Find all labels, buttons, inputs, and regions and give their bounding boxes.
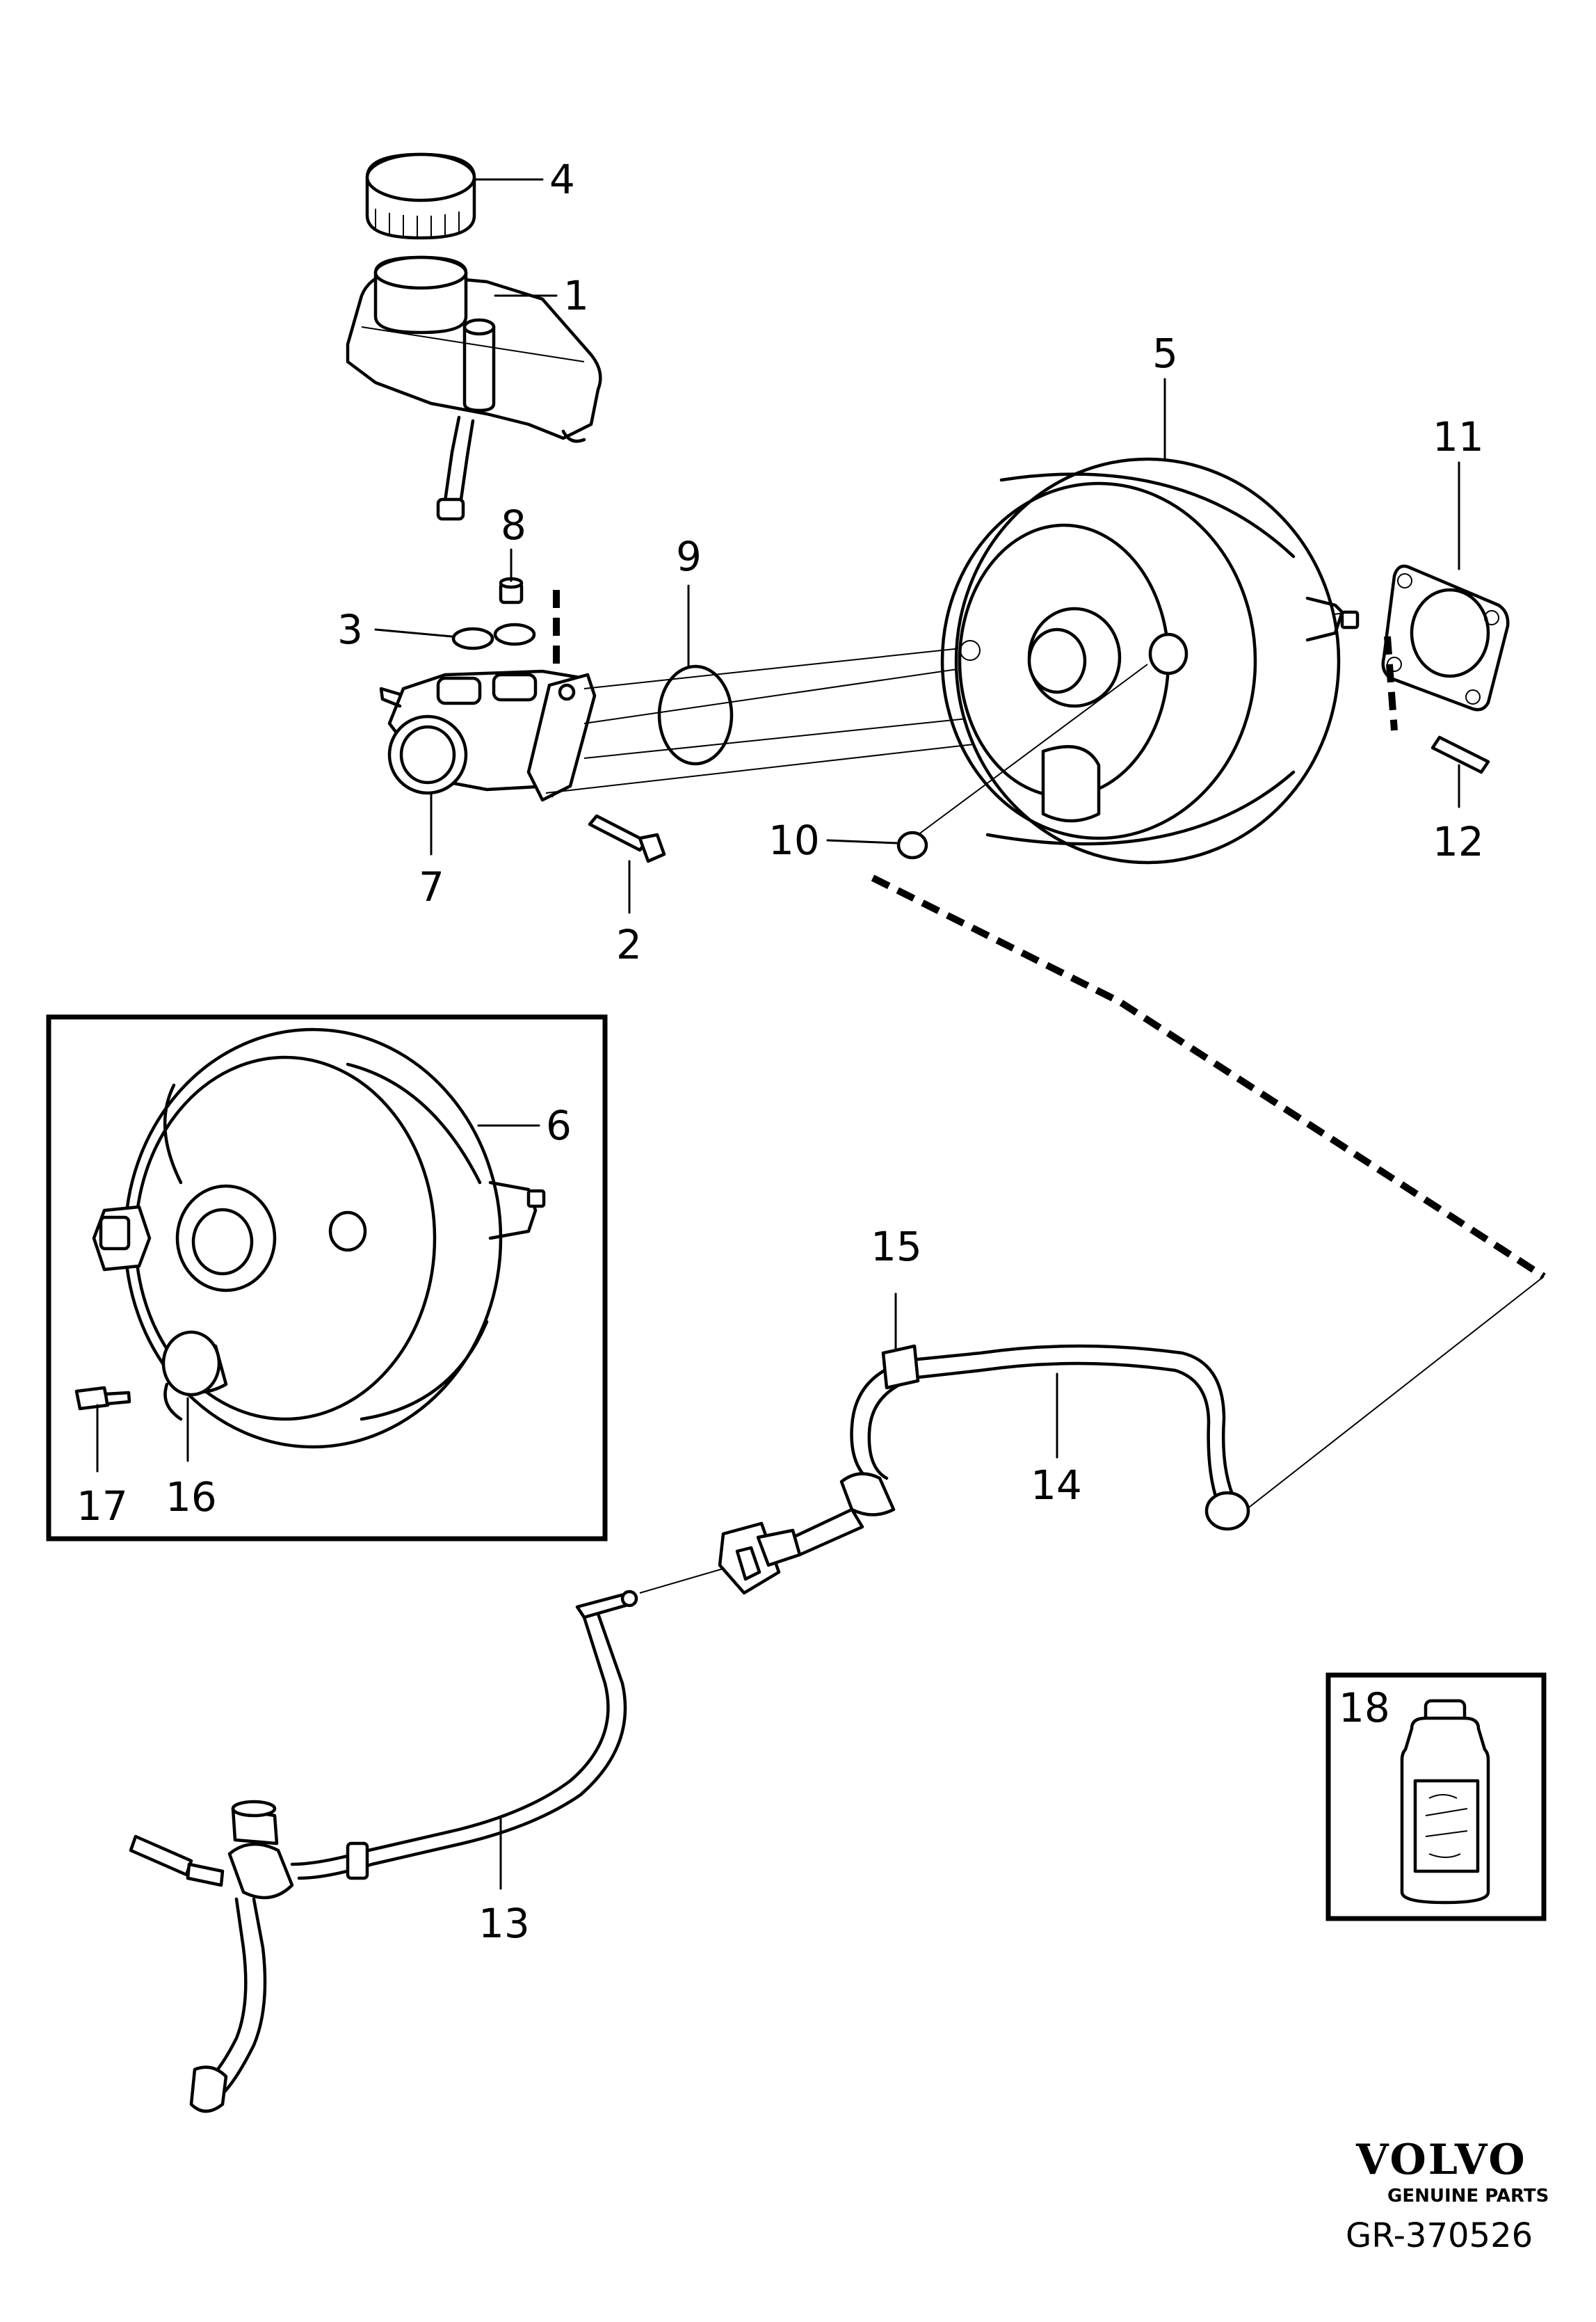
reservoir-cap [365, 152, 476, 240]
o-ring [657, 664, 734, 766]
inset-frame [46, 1014, 608, 1542]
bolt [588, 814, 666, 863]
callout-8: 8 [501, 502, 526, 549]
callout-15: 15 [871, 1223, 922, 1270]
brake-fluid-bottle [1400, 1699, 1490, 1905]
callout-7: 7 [419, 863, 444, 911]
callout-9: 9 [676, 533, 702, 580]
callout-10: 10 [768, 817, 820, 864]
diagram-reference: GR-370526 [1346, 2216, 1533, 2255]
callout-1: 1 [563, 272, 589, 319]
master-cylinder [379, 669, 597, 802]
callout-17: 17 [76, 1482, 128, 1530]
fluid-box-frame [1325, 1672, 1547, 1921]
callout-18: 18 [1339, 1684, 1390, 1731]
callout-12: 12 [1433, 818, 1484, 865]
leader-lines [96, 178, 1460, 1890]
callout-5: 5 [1152, 330, 1178, 377]
brake-booster [940, 457, 1360, 865]
callout-6: 6 [546, 1102, 572, 1149]
callout-16: 16 [166, 1473, 217, 1521]
callout-11: 11 [1433, 413, 1484, 461]
callout-3: 3 [337, 606, 363, 653]
seals [451, 623, 536, 650]
callout-2: 2 [616, 921, 642, 968]
callout-numbers: 4 1 3 8 9 5 11 12 10 7 2 6 15 14 16 17 1… [76, 156, 1484, 1947]
callout-14: 14 [1031, 1462, 1082, 1509]
pin [1430, 735, 1490, 774]
callout-13: 13 [478, 1900, 530, 1947]
gasket [1381, 564, 1510, 712]
fluid-reservoir [346, 255, 602, 521]
small-seal [896, 831, 928, 860]
callout-4: 4 [549, 156, 575, 203]
brake-booster-alternative [92, 1027, 546, 1449]
check-valve [718, 1507, 864, 1595]
vacuum-fitting-bolt [74, 1386, 131, 1411]
brand-tagline: GENUINE PARTS [1387, 2186, 1549, 2207]
vacuum-hose [839, 1344, 1250, 1531]
nut [499, 577, 524, 604]
vacuum-line [129, 1590, 638, 2113]
brand-block: VOLVO GENUINE PARTS GR-370526 [1346, 2136, 1549, 2255]
brand-logo: VOLVO [1355, 2136, 1527, 2184]
